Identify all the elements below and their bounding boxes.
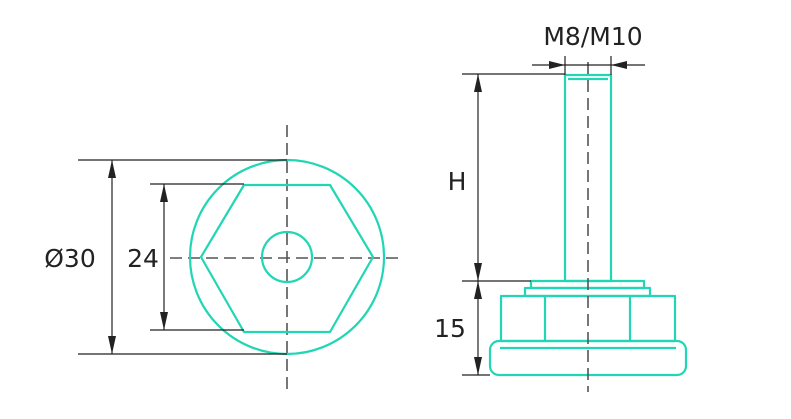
side-view: M8/M10 H 15 xyxy=(434,22,688,392)
diameter-arrow-bottom xyxy=(108,336,116,354)
hex-nut-outline xyxy=(199,183,375,334)
stud-height-label: H xyxy=(448,167,467,196)
base-arrow-bottom xyxy=(474,357,482,375)
diameter-arrow-top xyxy=(108,160,116,178)
height-arrow-top xyxy=(474,74,482,92)
diameter-label: Ø30 xyxy=(44,244,96,273)
hex-arrow-bottom xyxy=(160,312,168,330)
height-arrow-bottom xyxy=(474,263,482,281)
thread-arrow-right xyxy=(611,61,627,69)
base-height-label: 15 xyxy=(434,314,466,343)
hex-arrow-top xyxy=(160,184,168,202)
stud-bore-circle xyxy=(260,230,314,284)
thread-size-label: M8/M10 xyxy=(543,22,642,51)
hex-size-label: 24 xyxy=(127,244,159,273)
thread-arrow-left xyxy=(549,61,565,69)
top-view: Ø30 24 xyxy=(44,125,402,392)
base-arrow-top xyxy=(474,281,482,299)
